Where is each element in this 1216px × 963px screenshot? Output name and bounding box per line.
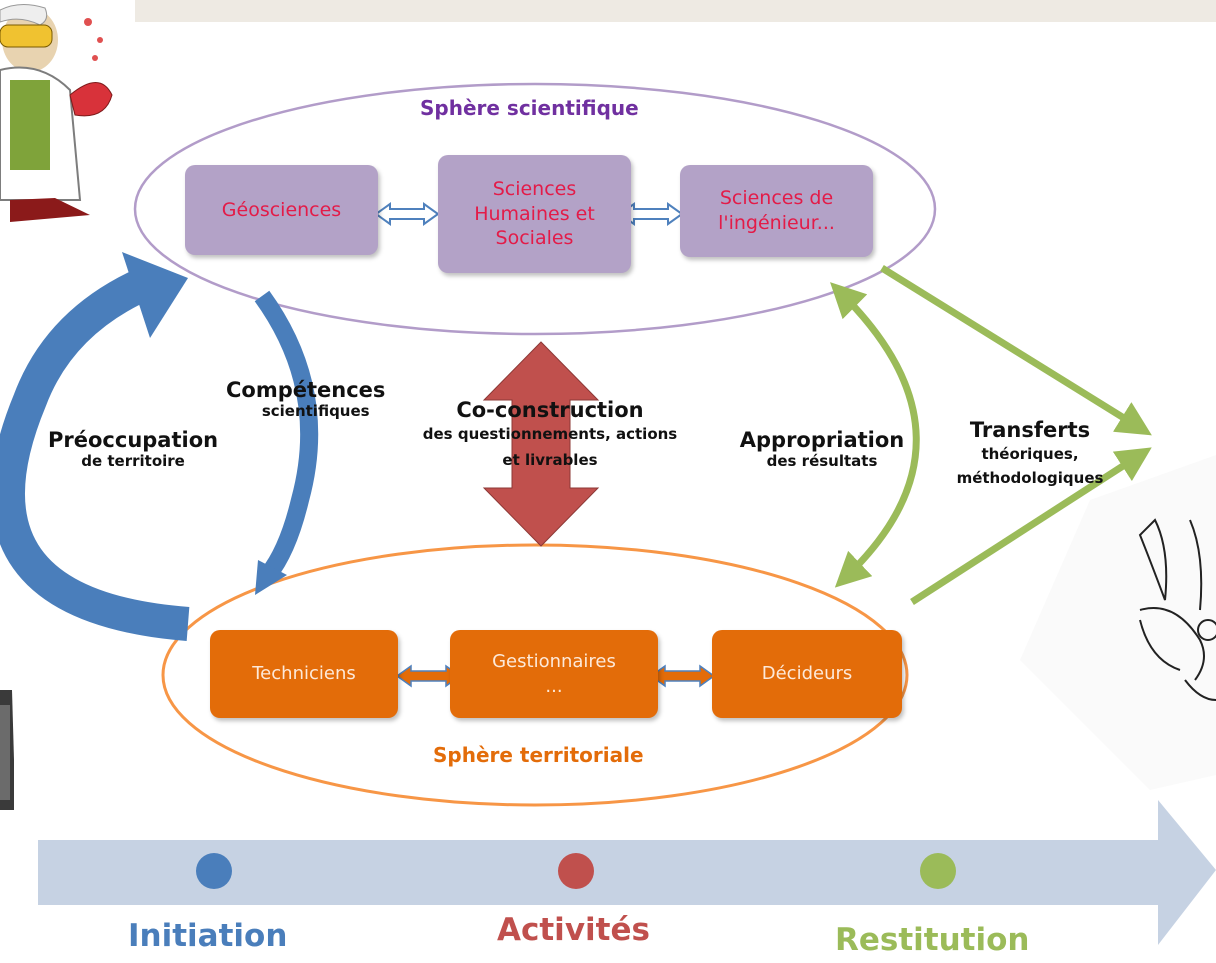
box-sciences-ingenieur: Sciences de l'ingénieur... [680,165,873,257]
appropriation-arrow [830,282,920,588]
figure-partial [0,690,14,810]
competences-title: Compétences [226,378,386,402]
box-sciences-humaines: Sciences Humaines et Sociales [438,155,631,273]
preoccupation-sub: de territoire [81,452,185,470]
competences-arrow [254,290,319,581]
phase-activites: Activités [497,912,650,948]
dot-initiation [196,853,232,889]
box-techniciens: Techniciens [210,630,398,718]
appropriation-sub: des résultats [766,452,878,470]
sphere-territoriale-title: Sphère territoriale [433,743,644,767]
label-transferts: Transferts théoriques, méthodologiques [940,418,1120,490]
top-banner [95,0,1216,22]
transfer-arrow-upper [880,265,1152,436]
transfer-arrow-lower [910,447,1152,605]
appropriation-title: Appropriation [739,428,905,452]
coconstruction-title: Co-construction [456,398,644,422]
phase-restitution: Restitution [835,922,1030,958]
timeline-arrow [38,800,1216,945]
dot-activites [558,853,594,889]
sphere-scientifique-title: Sphère scientifique [420,96,639,120]
coconstruction-sub: des questionnements, actions et livrable… [422,425,678,469]
coconstruction-arrow [482,341,600,547]
box-gestionnaires: Gestionnaires ... [450,630,658,718]
label-preoccupation: Préoccupation de territoire [48,428,218,470]
transferts-title: Transferts [969,418,1091,442]
box-geosciences: Géosciences [185,165,378,255]
scientist-illustration [0,0,135,225]
competences-sub: scientifiques [261,402,370,420]
preoccupation-arrow [0,266,190,641]
label-coconstruction: Co-construction des questionnements, act… [392,398,708,473]
box-decideurs: Décideurs [712,630,902,718]
transferts-sub: théoriques, méthodologiques [956,445,1104,487]
label-competences: Compétences scientifiques [226,378,385,420]
preoccupation-title: Préoccupation [48,428,219,452]
label-appropriation: Appropriation des résultats [726,428,918,470]
phase-initiation: Initiation [128,918,288,954]
hand-drawing [1020,455,1216,790]
dot-restitution [920,853,956,889]
